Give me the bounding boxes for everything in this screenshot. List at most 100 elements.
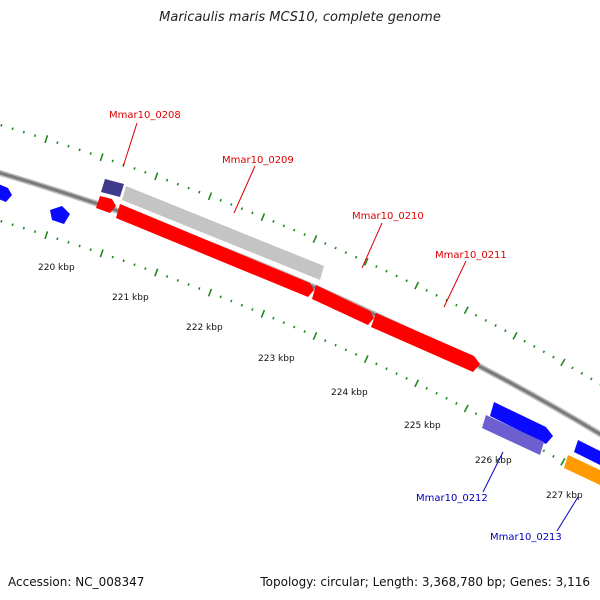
genome-backbone [0,171,600,436]
backbone-shadow [0,169,600,438]
gene-callouts: Mmar10_0208 Mmar10_0209 Mmar10_0210 Mmar… [109,110,579,543]
minor-tick [122,259,125,263]
minor-tick [344,251,348,255]
minor-tick [523,339,526,343]
gene-label-mmar10-0210[interactable]: Mmar10_0210 [352,211,424,222]
accession-text: Accession: NC_008347 [8,575,145,589]
minor-tick [78,244,81,248]
gene-label-mmar10-0209[interactable]: Mmar10_0209 [222,155,294,166]
major-tick [154,172,159,181]
minor-tick [111,159,114,163]
minor-tick [395,274,398,278]
minor-tick [542,350,546,354]
minor-tick [375,362,378,366]
minor-tick [219,295,222,299]
minor-tick [435,293,438,297]
minor-tick [455,303,458,307]
gene-feature-left-small[interactable] [50,206,70,224]
minor-tick [187,186,190,190]
callout-line [556,496,579,532]
minor-tick [219,198,222,202]
minor-tick [354,353,358,356]
gene-feature-red-short[interactable] [96,196,116,213]
gene-feature-blue-far-right[interactable] [574,440,600,466]
major-tick [414,379,420,388]
minor-tick [375,265,378,268]
gene-feature-mmar10-0210[interactable] [312,285,374,325]
kbp-label: 227 kbp [546,491,583,501]
minor-tick [445,298,448,302]
minor-tick [144,170,147,174]
major-tick [99,153,104,162]
callout-line [443,260,467,308]
major-tick [207,288,213,297]
gene-label-mmar10-0212[interactable]: Mmar10_0212 [416,493,488,504]
gene-feature-red-long[interactable] [116,204,314,297]
minor-tick [542,449,546,453]
kbp-label: 222 kbp [186,323,223,333]
gene-feature-mmar10-0213[interactable] [564,455,600,486]
minor-tick [552,454,555,458]
major-tick [154,268,159,277]
minor-tick [251,211,254,215]
major-tick [560,358,566,367]
genome-summary-text: Topology: circular; Length: 3,368,780 bp… [260,575,590,589]
minor-tick [405,376,408,380]
gene-label-mmar10-0208[interactable]: Mmar10_0208 [109,110,181,121]
gene-feature-mmar10-0211[interactable] [371,313,480,372]
minor-tick [240,303,244,307]
minor-tick [282,321,286,325]
minor-tick [334,246,337,250]
major-tick [312,331,318,341]
gene-label-mmar10-0211[interactable]: Mmar10_0211 [435,250,507,261]
minor-tick [385,269,388,273]
gene-feature-mmar10-0209[interactable] [122,186,324,280]
major-tick [44,231,49,240]
major-tick [463,306,469,315]
major-tick [463,404,469,413]
minor-tick [455,401,458,405]
minor-tick [33,230,37,234]
kbp-label: 224 kbp [331,388,368,398]
minor-tick [354,255,358,259]
minor-tick [425,288,428,292]
major-tick [560,457,566,466]
outer-tick-ring [0,123,600,386]
kbp-label: 221 kbp [112,293,149,303]
gene-feature-blue-right[interactable] [490,402,553,444]
callout-line [122,122,138,168]
minor-tick [425,386,428,390]
kbp-labels: 220 kbp 221 kbp 222 kbp 223 kbp 224 kbp … [38,263,583,501]
minor-tick [303,233,306,236]
minor-tick [272,219,275,223]
minor-tick [590,377,593,381]
minor-tick [56,141,59,145]
minor-tick [293,325,296,329]
minor-tick [303,330,306,333]
major-tick [99,249,104,258]
minor-tick [198,190,201,194]
minor-tick [22,130,25,134]
callout-line [482,451,504,493]
minor-tick [324,339,327,343]
minor-tick [67,240,70,244]
callout-line [233,165,256,214]
minor-tick [445,396,448,400]
minor-tick [78,148,81,152]
minor-tick [474,412,478,416]
major-tick [260,309,266,318]
minor-tick [67,144,70,148]
gene-feature-left-edge[interactable] [0,183,12,202]
kbp-label: 225 kbp [404,421,441,431]
gene-feature-mmar10-0208[interactable] [101,179,124,197]
minor-tick [435,391,438,395]
minor-tick [395,372,398,375]
minor-tick [405,279,408,283]
minor-tick [532,345,536,348]
gene-feature-mmar10-0212[interactable] [482,415,544,455]
minor-tick [176,182,180,186]
minor-tick [494,324,497,327]
gene-label-mmar10-0213[interactable]: Mmar10_0213 [490,532,562,543]
minor-tick [504,329,507,333]
